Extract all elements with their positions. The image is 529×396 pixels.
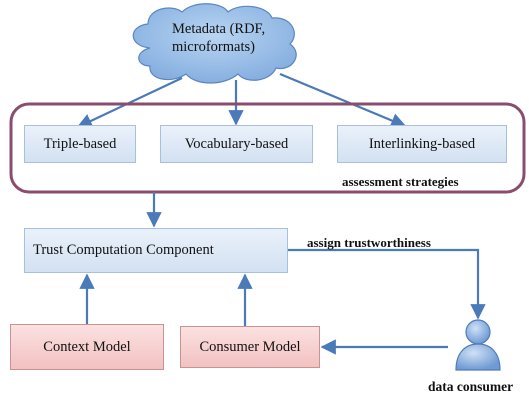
trust-computation-component: Trust Computation Component bbox=[24, 228, 288, 273]
strategy-label: Interlinking-based bbox=[368, 135, 476, 152]
consumer-model: Consumer Model bbox=[180, 326, 320, 368]
metadata-label: Metadata (RDF, microformats) bbox=[172, 20, 265, 56]
consumer-model-label: Consumer Model bbox=[199, 338, 301, 355]
data-consumer-icon bbox=[455, 319, 501, 371]
context-model-label: Context Model bbox=[43, 338, 131, 355]
metadata-label-line2: microformats) bbox=[172, 39, 255, 55]
strategy-label: Triple-based bbox=[43, 135, 117, 152]
assessment-strategies-caption: assessment strategies bbox=[342, 174, 459, 189]
assessment-strategies-group bbox=[9, 102, 526, 194]
strategy-label: Vocabulary-based bbox=[184, 135, 289, 152]
assign-trustworthiness-label: assign trustworthiness bbox=[307, 235, 431, 250]
strategy-interlinking-based: Interlinking-based bbox=[337, 125, 507, 163]
data-consumer-label: data consumer bbox=[428, 379, 514, 394]
strategy-vocabulary-based: Vocabulary-based bbox=[160, 125, 313, 163]
context-model: Context Model bbox=[10, 324, 164, 370]
strategy-triple-based: Triple-based bbox=[24, 125, 136, 163]
trust-component-label: Trust Computation Component bbox=[33, 242, 214, 258]
arrow-cloud-to-interlinking bbox=[279, 72, 407, 128]
metadata-cloud bbox=[132, 3, 297, 84]
metadata-label-line1: Metadata (RDF, bbox=[172, 21, 266, 37]
arrow-trust-to-consumer bbox=[288, 248, 486, 320]
